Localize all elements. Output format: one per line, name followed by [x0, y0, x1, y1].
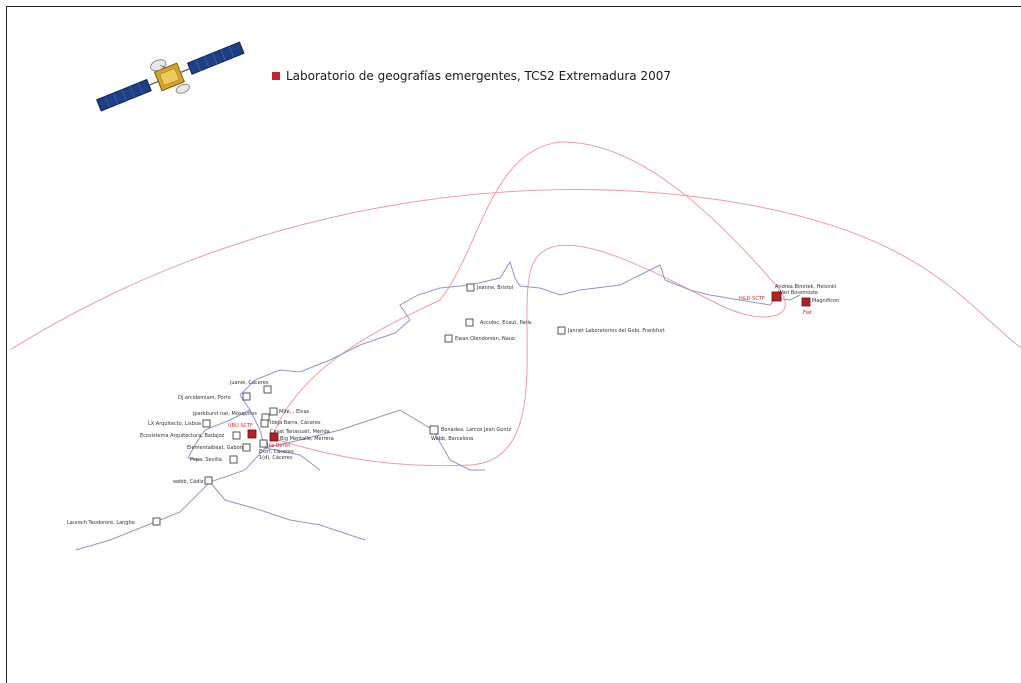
- svg-text:Jannet Laboratorios del Gobi,: Jannet Laboratorios del Gobi, Frankfurt: [567, 328, 665, 334]
- svg-text:UBU SCTF: UBU SCTF: [228, 423, 253, 429]
- node-bonadea[interactable]: Bonadea, Larcos Jean Gontz: [429, 425, 511, 435]
- node-casat: Casat Tenasualt, Mérida: [270, 428, 330, 435]
- node-elke-berlin[interactable]: Elke Berlin: [264, 432, 290, 449]
- node-webb-barcelona: Webb, Barcelona: [431, 436, 473, 442]
- svg-text:Elke Berlin: Elke Berlin: [264, 443, 290, 449]
- node-1d-caceres: 1(d), Cáceres: [259, 454, 293, 461]
- svg-text:Ecosistema Arquitectura, Badaj: Ecosistema Arquitectura, Badajoz: [140, 433, 225, 439]
- svg-text:juanie, Caceres: juanie, Caceres: [229, 380, 269, 386]
- svg-text:Extrl, Cáceres: Extrl, Cáceres: [259, 448, 294, 455]
- svg-text:Jeanne, Bristol: Jeanne, Bristol: [476, 285, 513, 291]
- node-jeanne-bristol[interactable]: Jeanne, Bristol: [466, 283, 513, 292]
- svg-text:Webb, Barcelona: Webb, Barcelona: [431, 436, 473, 442]
- node-ideja-barra[interactable]: Ideja Barra, Cáceres: [260, 419, 321, 428]
- svg-text:Elementalbeat, Gabón: Elementalbeat, Gabón: [187, 444, 243, 451]
- node-webb-cadiz[interactable]: webb, Cádiz: [173, 476, 213, 485]
- node-dj-arcidemiam[interactable]: DJ arcidemiam, Porto: [178, 392, 251, 401]
- svg-text:Andrea Binotek, Helsinki: Andrea Binotek, Helsinki: [775, 284, 836, 290]
- node-fiat[interactable]: Fiat: [801, 297, 812, 316]
- node-ecosistema[interactable]: Ecosistema Arquitectura, Badajoz: [140, 431, 241, 440]
- svg-text:Big Mentalle, Merrera: Big Mentalle, Merrera: [280, 436, 334, 442]
- svg-text:Accolec, Ecaut, Paris: Accolec, Ecaut, Paris: [480, 320, 532, 326]
- node-elementalbeat[interactable]: Elementalbeat, Gabón: [187, 443, 251, 452]
- svg-text:jparkburst nat, Mosquitos: jparkburst nat, Mosquitos: [192, 411, 257, 417]
- node-juanie[interactable]: juanie, Caceres: [229, 380, 272, 394]
- node-ubu-sctf[interactable]: UBU SCTF: [228, 423, 257, 439]
- svg-text:Casat Tenasualt, Mérida: Casat Tenasualt, Mérida: [270, 428, 330, 435]
- svg-text:Bonadea, Larcos Jean Gontz: Bonadea, Larcos Jean Gontz: [441, 427, 511, 433]
- svg-text:H&D SCTF: H&D SCTF: [739, 296, 765, 302]
- orbit-arc: [9, 189, 1021, 351]
- node-big-mentalle: Big Mentalle, Merrera: [280, 436, 334, 442]
- svg-text:1(d), Cáceres: 1(d), Cáceres: [259, 454, 293, 461]
- svg-text:LX Arquitecto, Lisboa: LX Arquitecto, Lisboa: [148, 421, 201, 427]
- svg-text:webb, Cádiz: webb, Cádiz: [173, 478, 204, 485]
- legend-marker: [272, 72, 280, 80]
- node-accolec[interactable]: Accolec, Ecaut, Paris: [465, 318, 532, 327]
- node-mite-elvas[interactable]: Mite, , Elvas: [269, 407, 310, 416]
- node-pepa-sevilla[interactable]: Pepa, Sevilla: [190, 455, 238, 464]
- svg-text:Laurech Teodorore, Langhe: Laurech Teodorore, Langhe: [67, 520, 135, 526]
- svg-text:Ideja Barra, Cáceres: Ideja Barra, Cáceres: [270, 419, 321, 426]
- legend: Laboratorio de geografías emergentes, TC…: [272, 69, 671, 83]
- page-title: Laboratorio de geografías emergentes, TC…: [286, 69, 671, 83]
- orbit-loop: [271, 141, 786, 467]
- node-magnificon: Magnificon: [812, 298, 839, 304]
- node-jannet[interactable]: Jannet Laboratorios del Gobi, Frankfurt: [557, 326, 665, 335]
- map-frame: [6, 6, 1021, 683]
- node-ewan[interactable]: Ewan Olendorsen, Nauo: [444, 334, 515, 343]
- node-wari: Wari Bossmoste: [778, 290, 818, 296]
- svg-text:Magnificon: Magnificon: [812, 298, 839, 304]
- node-laurech[interactable]: Laurech Teodorore, Langhe: [67, 517, 161, 526]
- svg-text:Ewan Olendorsen, Nauo: Ewan Olendorsen, Nauo: [455, 336, 515, 342]
- svg-text:Mite, , Elvas: Mite, , Elvas: [279, 409, 310, 415]
- svg-text:Pepa, Sevilla: Pepa, Sevilla: [190, 457, 222, 463]
- node-hd-sctf[interactable]: H&D SCTF: [739, 291, 782, 302]
- route-line: [75, 260, 801, 551]
- node-lx-arquitecto[interactable]: LX Arquitecto, Lisboa: [148, 419, 211, 428]
- svg-text:Wari Bossmoste: Wari Bossmoste: [778, 290, 818, 296]
- node-andrea-binotek: Andrea Binotek, Helsinki: [775, 284, 836, 290]
- satellite-icon: [96, 41, 245, 112]
- node-extrl[interactable]: Extrl, Cáceres: [259, 439, 294, 455]
- svg-text:DJ arcidemiam, Porto: DJ arcidemiam, Porto: [178, 395, 231, 401]
- svg-text:Fiat: Fiat: [803, 310, 812, 316]
